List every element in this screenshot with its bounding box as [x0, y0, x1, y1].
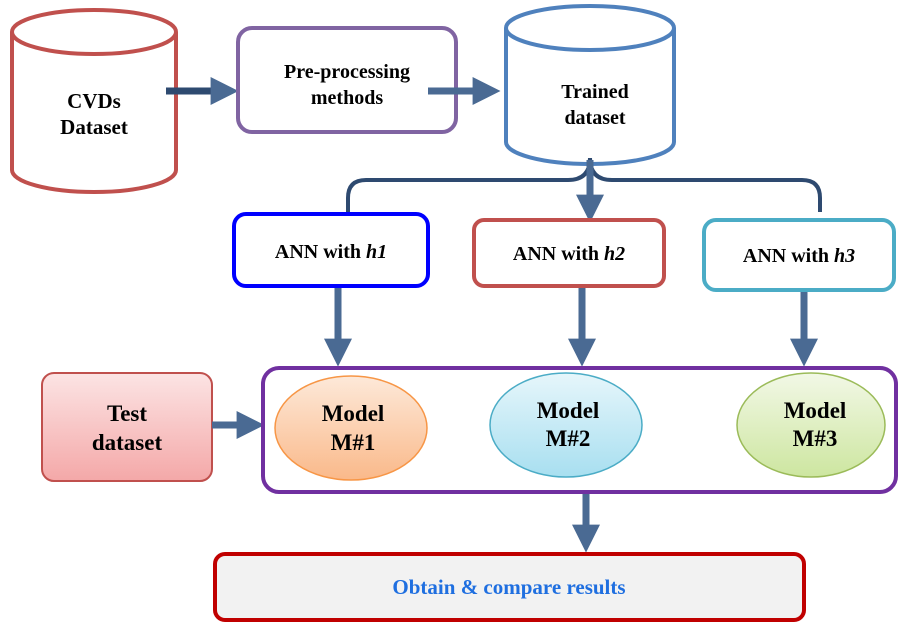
- split-connector: [346, 157, 822, 212]
- preprocessing-box: [236, 26, 458, 134]
- cvds-dataset-label-line2: Dataset: [60, 115, 128, 139]
- preprocessing-label-line1: Pre-processing: [284, 61, 410, 83]
- model-m1-label-line1: Model: [322, 401, 385, 426]
- results-node: Obtain & compare results: [213, 552, 806, 622]
- model-m2-label-line1: Model: [537, 398, 600, 423]
- ann-h1-box: [232, 212, 430, 288]
- ann-h3-node: ANN with h3: [702, 218, 896, 292]
- ann-h2-prefix: ANN with: [513, 243, 604, 265]
- test-dataset-label-line2: dataset: [92, 430, 163, 455]
- model-m2-label-line2: M#2: [546, 426, 591, 451]
- ann-h2-box: [472, 218, 666, 288]
- model-m3-label-line1: Model: [784, 398, 847, 423]
- model-m3-node: Model M#3: [736, 372, 886, 478]
- ann-h1-node: ANN with h1: [232, 212, 430, 288]
- results-label: Obtain & compare results: [392, 575, 625, 599]
- test-dataset-box: [41, 372, 213, 482]
- preprocessing-label-line2: methods: [311, 87, 383, 109]
- results-box: [213, 552, 806, 622]
- ann-h1-label: ANN with h1: [275, 241, 387, 263]
- test-dataset-node: Test dataset: [41, 372, 213, 482]
- test-dataset-label-line1: Test: [107, 401, 147, 426]
- ann-h2-var: h2: [604, 243, 625, 265]
- ann-h2-node: ANN with h2: [472, 218, 666, 288]
- ann-h3-label: ANN with h3: [743, 245, 855, 267]
- ann-h3-box: [702, 218, 896, 292]
- model-m2-ellipse: [489, 372, 643, 478]
- ann-h1-var: h1: [366, 241, 387, 263]
- cvds-dataset-label-line1: CVDs: [67, 89, 121, 113]
- trained-dataset-label-line1: Trained: [561, 81, 628, 103]
- cvds-dataset-cylinder-top: [10, 8, 178, 56]
- ann-h2-label: ANN with h2: [513, 243, 625, 265]
- model-m1-label-line2: M#1: [331, 430, 376, 455]
- trained-dataset-label-line2: dataset: [564, 107, 625, 129]
- ann-h1-prefix: ANN with: [275, 241, 366, 263]
- preprocessing-node: Pre-processing methods: [236, 26, 458, 134]
- model-m2-node: Model M#2: [489, 372, 643, 478]
- cvds-dataset-cylinder: [10, 32, 178, 194]
- model-m3-label-line2: M#3: [793, 426, 838, 451]
- model-m3-ellipse: [736, 372, 886, 478]
- model-m1-node: Model M#1: [274, 375, 428, 481]
- trained-dataset-node: Trained dataset: [504, 4, 676, 166]
- trained-dataset-cylinder-top: [504, 4, 676, 52]
- cvds-dataset-node: CVDs Dataset: [10, 8, 178, 194]
- ann-h3-var: h3: [834, 245, 855, 267]
- ann-h3-prefix: ANN with: [743, 245, 834, 267]
- model-m1-ellipse: [274, 375, 428, 481]
